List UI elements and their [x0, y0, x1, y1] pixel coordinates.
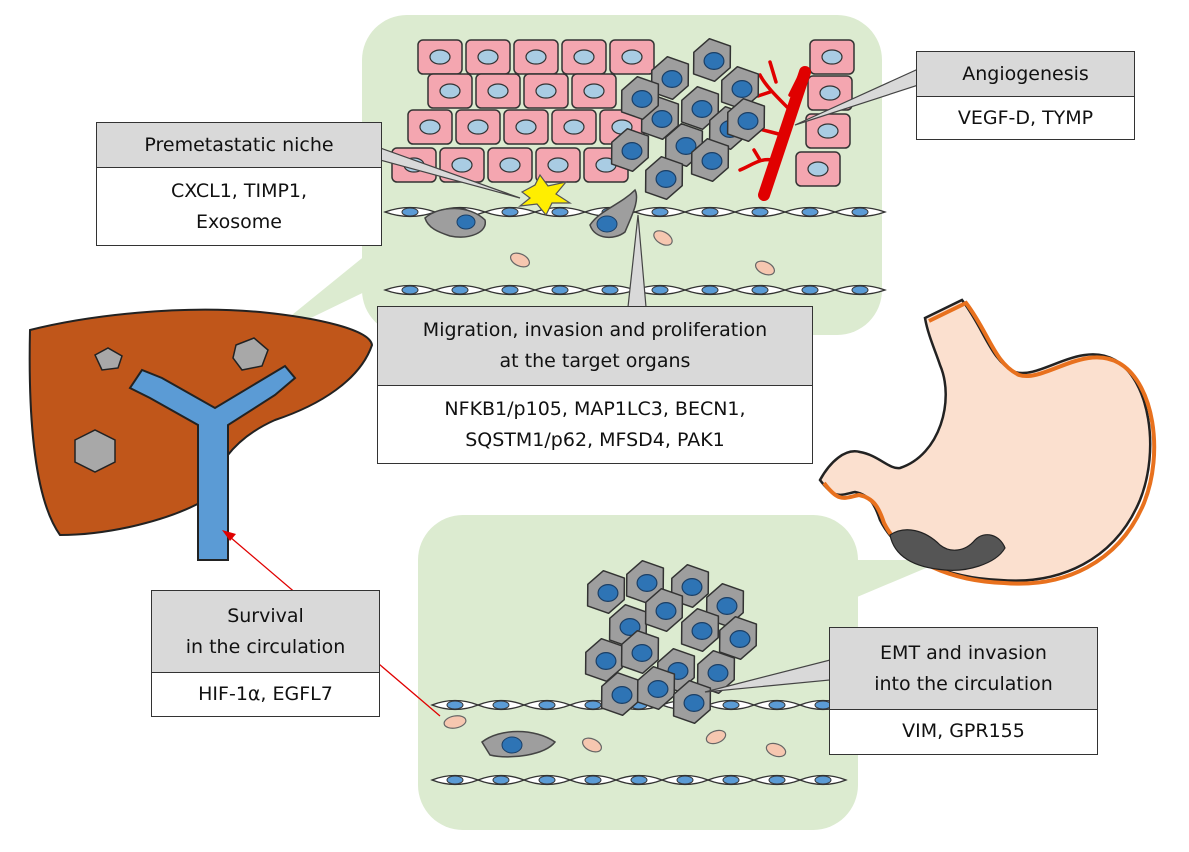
- tumor-cell: [620, 629, 660, 675]
- premetastatic-niche-title: Premetastatic niche: [97, 123, 381, 168]
- premetastatic-niche-genes: CXCL1, TIMP1, Exosome: [170, 179, 308, 233]
- endothelial-cell: [483, 206, 537, 218]
- tumor-cell: [672, 679, 712, 725]
- hepatocyte: [551, 109, 597, 145]
- angiogenesis-title: Angiogenesis: [917, 52, 1134, 97]
- hepatocyte: [807, 75, 853, 111]
- endothelial-cell: [522, 774, 572, 786]
- tumor-cell: [620, 75, 660, 121]
- migration-title: Migration, invasion and proliferation at…: [378, 307, 812, 386]
- stomach: [818, 298, 1157, 586]
- endothelial-cell: [798, 774, 848, 786]
- endothelial-cell: [583, 284, 637, 296]
- survival-genes: HIF-1α, EGFL7: [198, 682, 333, 705]
- hepatocyte: [561, 39, 607, 75]
- emt-box: EMT and invasion into the circulation VI…: [829, 627, 1098, 755]
- endothelial-cell: [783, 284, 837, 296]
- hepatocyte: [475, 73, 521, 109]
- premetastatic-niche-box: Premetastatic niche CXCL1, TIMP1, Exosom…: [96, 122, 382, 246]
- hepatocyte: [571, 73, 617, 109]
- hepatocyte: [609, 39, 655, 75]
- hepatocyte: [795, 151, 841, 187]
- tumor-cell: [650, 55, 690, 101]
- tumor-cell: [680, 85, 720, 131]
- survival-box: Survival in the circulation HIF-1α, EGFL…: [151, 590, 380, 717]
- tumor-cell: [690, 137, 730, 183]
- tumor-cell: [586, 569, 626, 615]
- liver: [28, 308, 374, 561]
- hepatocyte: [455, 109, 501, 145]
- niche-cell: [517, 173, 573, 217]
- callout-pointers: [370, 69, 942, 693]
- endothelial-cell: [633, 284, 687, 296]
- emt-genes: VIM, GPR155: [902, 720, 1025, 742]
- endothelial-cell: [430, 699, 480, 711]
- tumor-cell: [718, 615, 758, 661]
- tumor-cell: [680, 607, 720, 653]
- endothelial-cell: [752, 774, 802, 786]
- tumor-cell: [640, 95, 680, 141]
- endothelial-cell: [706, 699, 756, 711]
- tumor-cell: [610, 127, 650, 173]
- tumor-cell: [696, 649, 736, 695]
- hepatocyte: [487, 147, 533, 183]
- red-blood-cells-lower: [443, 715, 787, 758]
- tumor-cell: [726, 97, 766, 143]
- hepatocyte: [417, 39, 463, 75]
- tumor-cell: [600, 671, 640, 717]
- endothelial-cell: [833, 206, 887, 218]
- migrating-tumor-cell: [424, 188, 638, 239]
- emt-title: EMT and invasion into the circulation: [830, 628, 1097, 710]
- hepatocyte: [503, 109, 549, 145]
- endothelial-cell: [683, 284, 737, 296]
- endothelial-cell: [833, 284, 887, 296]
- hepatocyte: [523, 73, 569, 109]
- angiogenesis-box: Angiogenesis VEGF-D, TYMP: [916, 51, 1135, 140]
- migration-genes: NFKB1/p105, MAP1LC3, BECN1, SQSTM1/p62, …: [444, 397, 746, 451]
- hepatocyte: [809, 39, 855, 75]
- hepatocyte: [465, 39, 511, 75]
- tumor-cell: [720, 65, 760, 111]
- hepatocyte: [513, 39, 559, 75]
- red-blood-cells-upper: [509, 230, 776, 276]
- tumor-cell: [644, 155, 684, 201]
- tumor-cell: [636, 665, 676, 711]
- survival-title: Survival in the circulation: [152, 591, 379, 673]
- tumor-cell: [625, 559, 665, 605]
- endothelial-rows-upper: [383, 206, 887, 296]
- endothelial-cell: [430, 774, 480, 786]
- hepatocyte-grid: [391, 39, 855, 187]
- tumor-cell: [644, 587, 684, 633]
- hepatocyte: [535, 147, 581, 183]
- endothelial-cell: [733, 206, 787, 218]
- migration-box: Migration, invasion and proliferation at…: [377, 306, 813, 464]
- tumor-cluster-target: [610, 37, 766, 201]
- hepatocyte: [427, 73, 473, 109]
- circulating-tumor-cell: [481, 730, 557, 758]
- endothelial-cell: [383, 206, 437, 218]
- endothelial-cell: [683, 206, 737, 218]
- endothelial-cell: [706, 774, 756, 786]
- tumor-cluster-primary: [584, 559, 758, 725]
- hepatocyte: [407, 109, 453, 145]
- angiogenesis-genes: VEGF-D, TYMP: [957, 106, 1094, 129]
- tumor-cell: [692, 37, 732, 83]
